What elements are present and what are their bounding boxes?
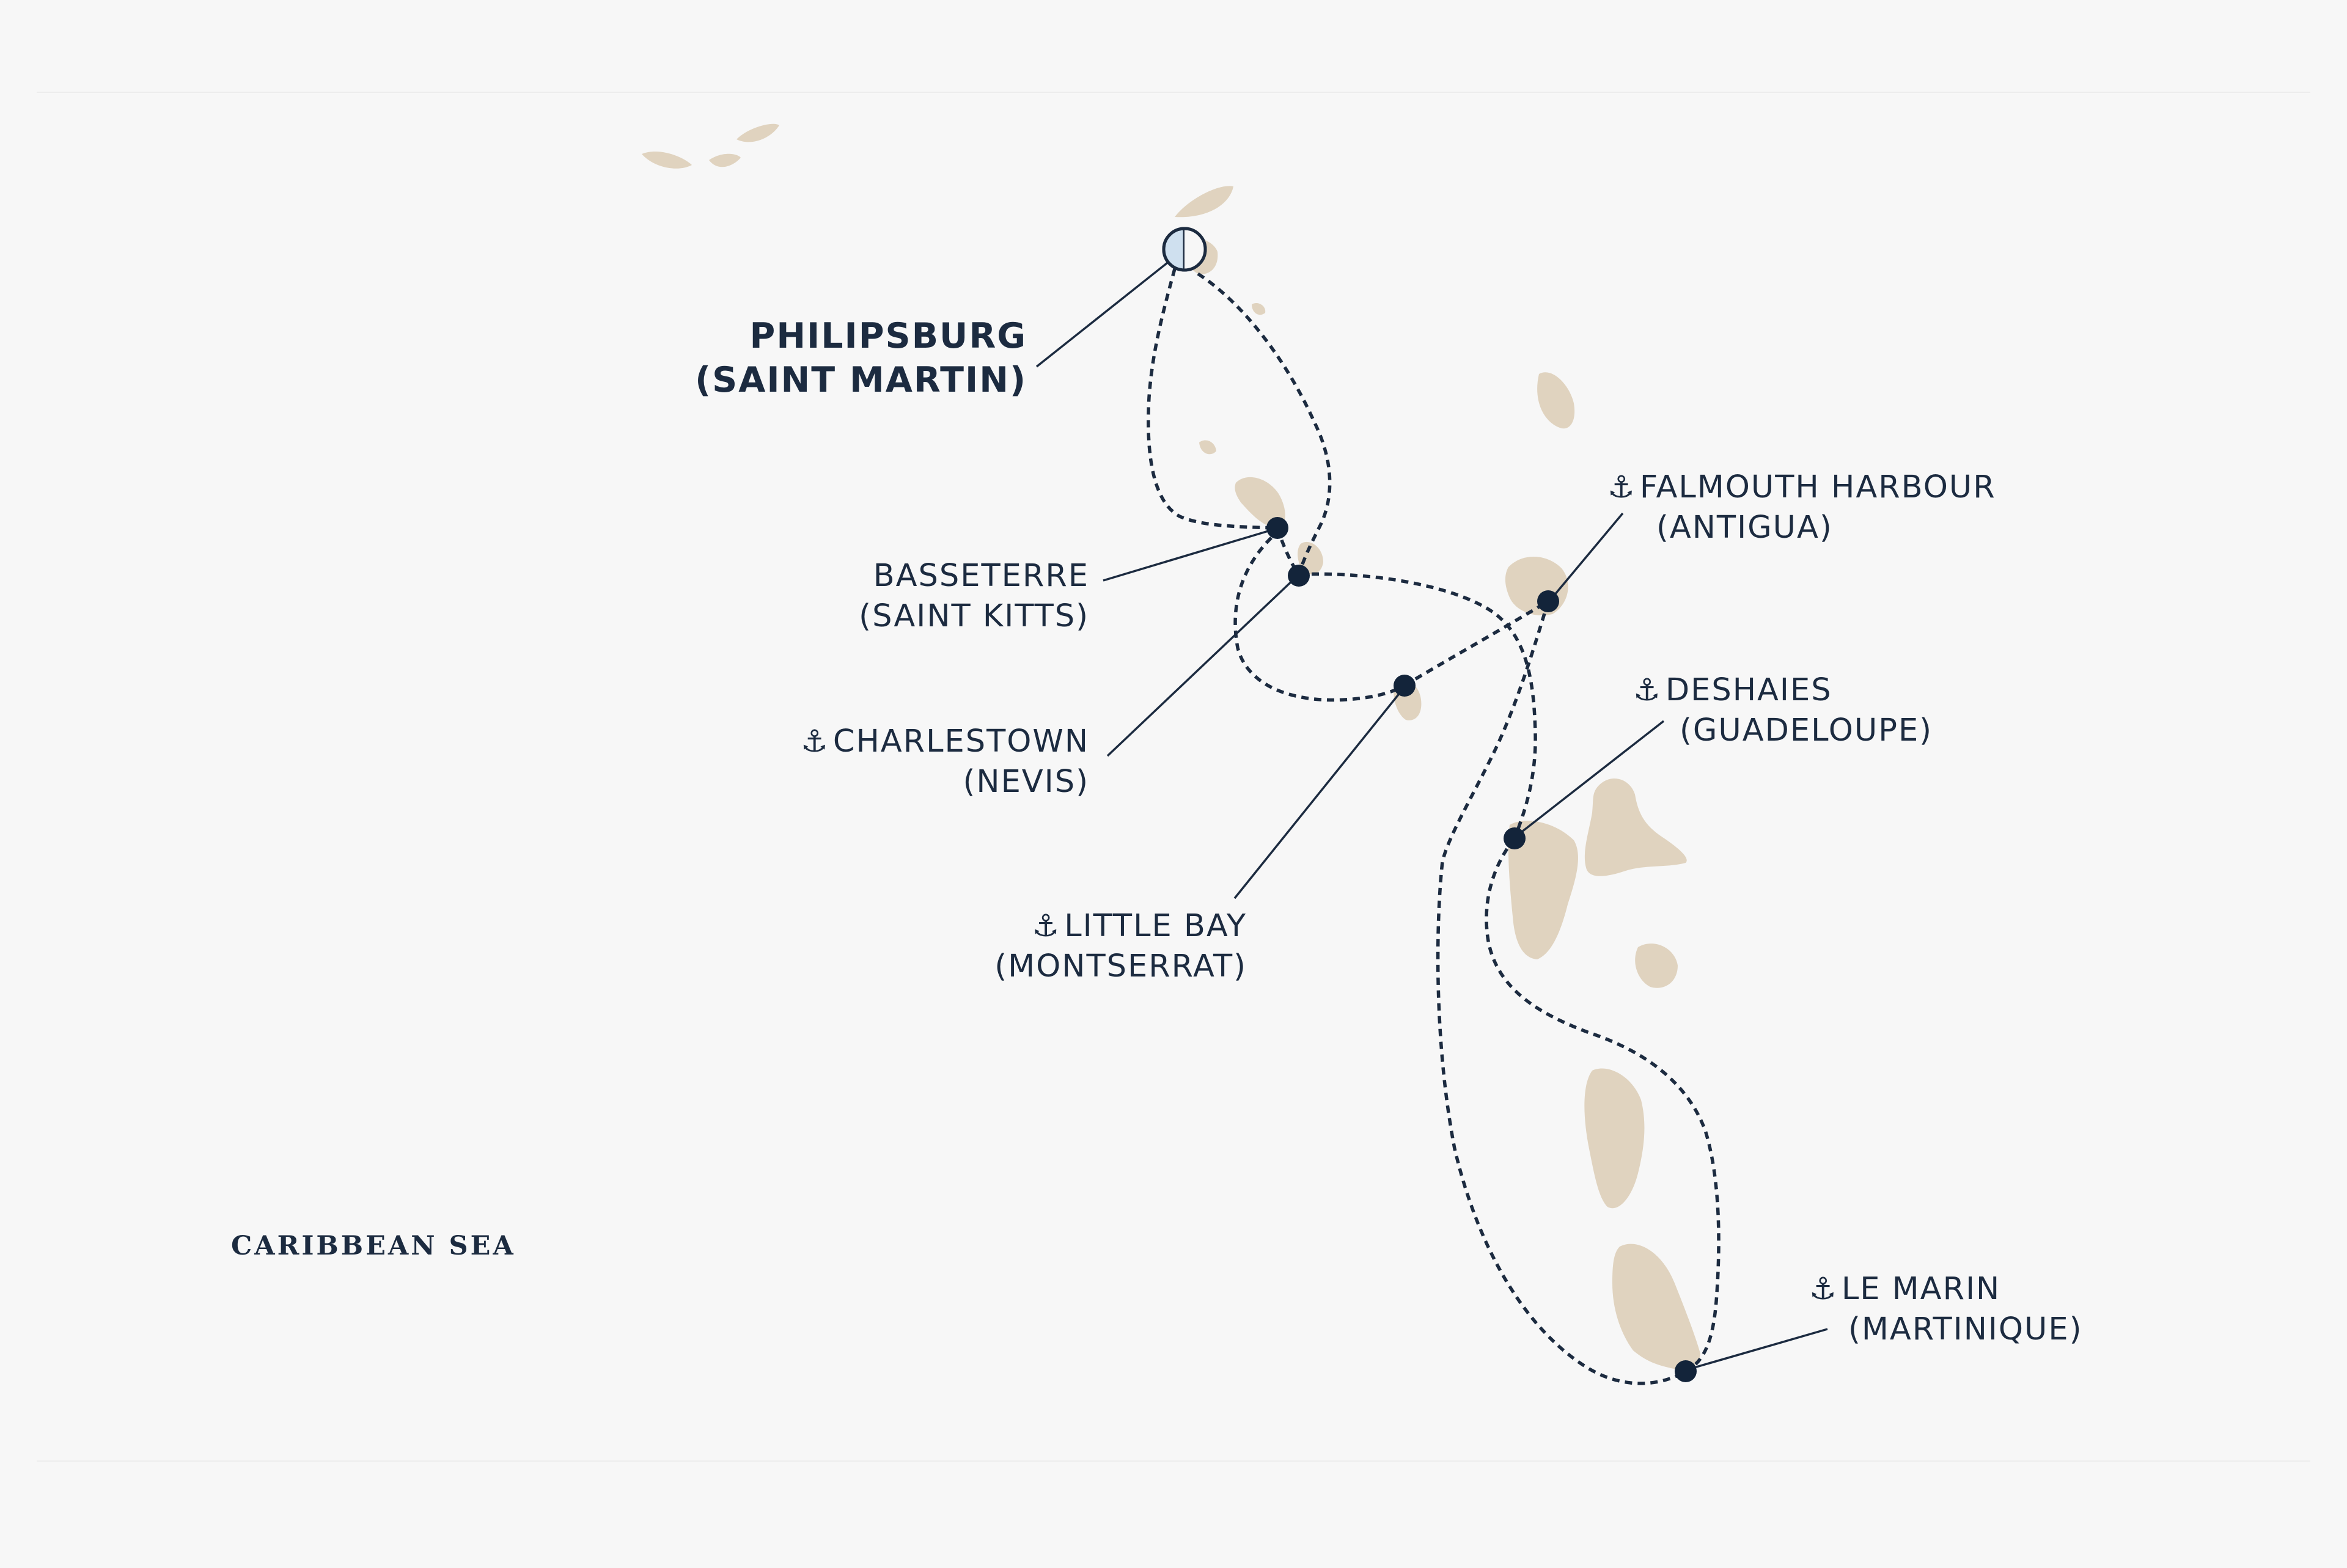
- port-region: (SAINT KITTS): [859, 598, 1089, 634]
- island-saint-kitts: [1235, 477, 1285, 529]
- port-name: LITTLE BAY: [1064, 908, 1247, 944]
- port-region: (ANTIGUA): [1656, 510, 1833, 546]
- port-label-charlestown: ⚓CHARLESTOWN (NEVIS): [801, 721, 1089, 802]
- port-region: (MONTSERRAT): [994, 948, 1247, 984]
- bottom-divider: [37, 1460, 2310, 1462]
- port-dot-falmouth: [1537, 590, 1559, 612]
- port-markers: [1266, 517, 1697, 1382]
- island-anguilla: [1175, 186, 1233, 218]
- route-philipsburg-to-basseterre: [1147, 268, 1278, 530]
- island-saint-barth: [1252, 302, 1266, 315]
- leader-lines: [1035, 262, 1828, 1370]
- port-dot-basseterre: [1266, 517, 1288, 539]
- port-dot-deshaies: [1504, 827, 1526, 849]
- island-dominica: [1584, 1068, 1645, 1209]
- route-deshaies-to-le-marin-east: [1485, 837, 1721, 1372]
- port-label-le-marin: ⚓LE MARIN (MARTINIQUE): [1809, 1269, 2083, 1350]
- route-charlestown-to-east: [1298, 572, 1537, 839]
- sea-label: CARIBBEAN SEA: [231, 1231, 516, 1261]
- route-antigua-to-deshaies-west: [1436, 601, 1689, 1385]
- island-virgin-west: [642, 152, 692, 169]
- islands: [642, 123, 1700, 1369]
- port-name: CHARLESTOWN: [832, 724, 1089, 760]
- island-barbuda: [1537, 372, 1575, 429]
- port-name: FALMOUTH HARBOUR: [1639, 469, 1996, 505]
- port-name: BASSETERRE: [873, 558, 1089, 594]
- port-region: (NEVIS): [963, 764, 1089, 800]
- route-basseterre-to-saint-martin: [1197, 272, 1332, 575]
- port-dot-le-marin: [1675, 1360, 1697, 1382]
- island-marie-galante: [1635, 943, 1678, 988]
- leader-philipsburg: [1035, 262, 1169, 368]
- port-label-philipsburg: PHILIPSBURG (SAINT MARTIN): [695, 314, 1027, 402]
- anchor-icon: ⚓: [801, 724, 829, 759]
- leader-falmouth: [1550, 512, 1624, 600]
- island-anguilla-small: [736, 123, 779, 142]
- island-saba: [1199, 440, 1216, 455]
- port-dot-charlestown: [1288, 565, 1310, 587]
- leader-charlestown: [1106, 576, 1297, 757]
- island-martinique: [1612, 1244, 1700, 1369]
- port-label-basseterre: BASSETERRE (SAINT KITTS): [859, 556, 1089, 637]
- island-guadeloupe-grande-terre: [1584, 778, 1687, 876]
- port-name: PHILIPSBURG: [749, 316, 1027, 356]
- anchor-icon: ⚓: [1633, 672, 1662, 708]
- port-region: (SAINT MARTIN): [695, 360, 1027, 400]
- top-divider: [37, 92, 2310, 93]
- anchor-icon: ⚓: [1607, 469, 1636, 505]
- route-charlestown-loop: [1233, 537, 1406, 702]
- port-name: LE MARIN: [1841, 1271, 2001, 1307]
- port-region: (GUADELOUPE): [1680, 713, 1933, 749]
- port-dot-little-bay: [1394, 675, 1416, 697]
- route-montserrat-to-antigua: [1403, 599, 1549, 687]
- route: [1147, 268, 1721, 1385]
- anchor-icon: ⚓: [1809, 1271, 1838, 1306]
- start-marker-icon: [1162, 227, 1207, 272]
- port-label-little-bay: ⚓LITTLE BAY (MONTSERRAT): [994, 906, 1247, 987]
- anchor-icon: ⚓: [1032, 908, 1061, 943]
- island-guadeloupe-basse-terre: [1508, 821, 1578, 959]
- port-name: DESHAIES: [1665, 672, 1832, 708]
- leader-basseterre: [1103, 528, 1275, 582]
- port-label-deshaies: ⚓DESHAIES (GUADELOUPE): [1633, 670, 1933, 751]
- leader-deshaies: [1518, 720, 1665, 835]
- leader-le-marin: [1689, 1328, 1828, 1370]
- leader-little-bay: [1233, 688, 1404, 899]
- port-region: (MARTINIQUE): [1848, 1311, 2083, 1347]
- port-label-falmouth: ⚓FALMOUTH HARBOUR (ANTIGUA): [1607, 467, 1996, 548]
- island-virgin-mid: [709, 153, 741, 167]
